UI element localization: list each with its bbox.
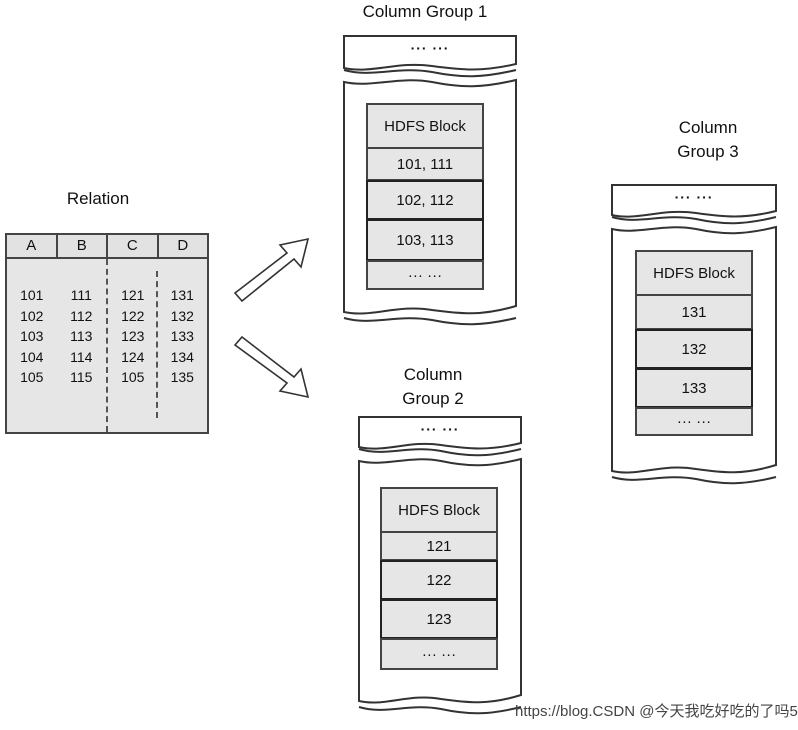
group2-block-1: 121 [380, 531, 498, 561]
group3-title-line2: Group 3 [677, 142, 739, 161]
group3-block-3: 133 [635, 368, 753, 408]
relation-cell: 124 [121, 348, 145, 365]
relation-body: 101 102 103 104 105 111 112 113 114 115 … [7, 259, 207, 432]
relation-cell: 123 [121, 328, 145, 344]
relation-header-b: B [58, 235, 108, 257]
relation-title: Relation [66, 189, 130, 208]
relation-cell: 111 [70, 287, 92, 303]
group3-hdfs-block-label: HDFS Block [635, 250, 753, 296]
relation-cell: 115 [70, 369, 93, 385]
watermark: https://blog.CSDN @今天我吃好吃的了吗5 [515, 703, 798, 720]
relation-cell: 101 [20, 287, 44, 303]
group2-block-2: 122 [380, 560, 498, 600]
group3-block-ellipsis: ··· ··· [635, 407, 753, 436]
relation-cell: 105 [20, 369, 44, 385]
group3-title-line1: Column [678, 118, 738, 137]
relation-cell: 112 [70, 307, 93, 324]
relation-column-d: 131 132 133 134 135 [158, 259, 208, 432]
relation-column-a: 101 102 103 104 105 [7, 259, 57, 432]
relation-header-row: A B C D [7, 235, 207, 259]
group2-block-3: 123 [380, 599, 498, 639]
group3-title: Column Group 3 [648, 116, 768, 164]
group3-block-2: 132 [635, 329, 753, 369]
relation-cell: 122 [121, 307, 145, 324]
group3-blocks: HDFS Block 131 132 133 ··· ··· [635, 250, 753, 436]
group1-top-ellipsis: ··· ··· [410, 40, 450, 56]
relation-cell: 133 [170, 328, 194, 344]
arrow-up-right-icon [233, 237, 310, 303]
relation-cell: 113 [70, 328, 93, 344]
group1-blocks: HDFS Block 101, 111 102, 112 103, 113 ··… [366, 103, 484, 291]
arrow-down-right-icon [233, 335, 310, 399]
group1-block-3: 103, 113 [366, 219, 484, 261]
group2-block-ellipsis: ··· ··· [380, 638, 498, 670]
relation-cell: 102 [20, 307, 44, 324]
relation-cell: 103 [20, 328, 44, 344]
relation-cell: 132 [170, 307, 194, 324]
relation-cell: 134 [170, 348, 194, 365]
group1-title: Column Group 1 [362, 2, 488, 21]
relation-header-a: A [7, 235, 58, 257]
relation-cell: 135 [170, 369, 194, 385]
relation-header-c: C [108, 235, 159, 257]
group2-hdfs-block-label: HDFS Block [380, 487, 498, 533]
relation-cell: 104 [20, 348, 44, 365]
group3-block-1: 131 [635, 294, 753, 330]
group1-block-1: 101, 111 [366, 147, 484, 181]
relation-table: A B C D 101 102 103 104 105 111 112 113 … [5, 233, 209, 434]
relation-column-b: 111 112 113 114 115 [57, 259, 107, 432]
arrows [233, 237, 310, 399]
group3-top-ellipsis: ··· ··· [674, 189, 714, 205]
relation-cell: 105 [121, 369, 145, 385]
group2-top-ellipsis: ··· ··· [420, 421, 460, 437]
relation-header-d: D [177, 237, 189, 254]
group1-hdfs-block-label: HDFS Block [366, 103, 484, 149]
relation-cell: 131 [170, 287, 194, 303]
group2-title: Column Group 2 [373, 363, 493, 411]
group2-title-line2: Group 2 [402, 389, 464, 408]
relation-column-c: 121 122 123 124 105 [106, 259, 158, 432]
group2-title-line1: Column [403, 365, 463, 384]
relation-cell: 114 [70, 348, 93, 365]
relation-cell: 121 [121, 287, 145, 303]
group1-block-2: 102, 112 [366, 180, 484, 220]
group1-block-ellipsis: ··· ··· [366, 260, 484, 290]
group2-blocks: HDFS Block 121 122 123 ··· ··· [380, 487, 498, 671]
